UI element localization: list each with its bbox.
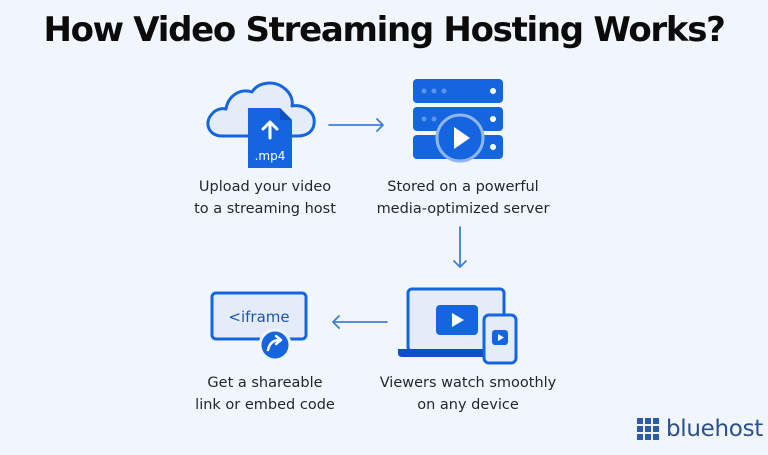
server-play-icon [413, 79, 503, 163]
bluehost-logo: bluehost [637, 416, 763, 442]
step-upload-caption: Upload your video to a streaming host [194, 179, 336, 217]
step-embed-caption: Get a shareable link or embed code [195, 375, 335, 413]
cloud-upload-file-icon: .mp4 [206, 81, 316, 168]
page-title: How Video Streaming Hosting Works? [43, 10, 725, 50]
svg-text:.mp4: .mp4 [255, 149, 286, 163]
step-server [410, 77, 510, 169]
brand-name: bluehost [666, 416, 763, 442]
step-embed: <iframe [210, 290, 310, 362]
arrow-left-icon [332, 315, 388, 329]
iframe-share-icon: <iframe [210, 291, 308, 362]
step-server-caption: Stored on a powerful media-optimized ser… [376, 179, 550, 217]
step-devices [398, 285, 528, 367]
step-upload: .mp4 [200, 78, 330, 170]
arrow-down-icon [453, 226, 467, 268]
grid-logo-icon [637, 418, 659, 440]
laptop-phone-play-icon [398, 287, 518, 365]
step-devices-caption: Viewers watch smoothly on any device [379, 375, 557, 413]
arrow-right-icon [328, 118, 384, 132]
svg-text:<iframe: <iframe [228, 308, 289, 326]
